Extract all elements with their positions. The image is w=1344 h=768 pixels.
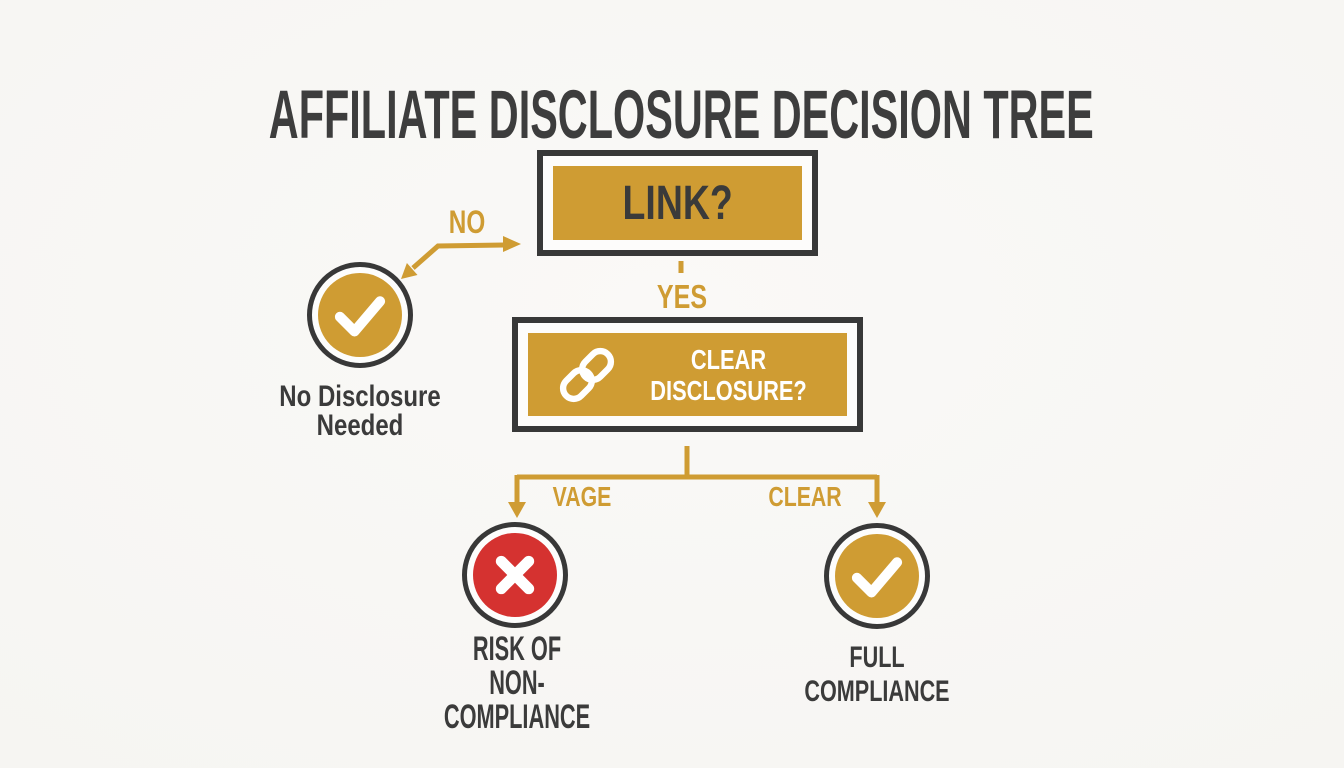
no-disclosure-circle [307,262,413,368]
edge-label-yes: YES [656,278,708,315]
check-icon [334,296,386,337]
risk-caption-line2: NON-COMPLIANCE [443,664,591,736]
check-icon [851,557,903,598]
link-question-fill: LINK? [553,166,802,240]
edge-label-no: NO [448,204,486,240]
risk-circle-fill [473,533,557,617]
x-icon [495,555,535,595]
link-question-box: LINK? [537,150,818,256]
risk-circle [462,522,568,628]
clear-disclosure-label: CLEAR DISCLOSURE? [622,344,835,406]
edge-label-vague: VAGE [552,481,612,512]
edge-label-clear: CLEAR [768,481,842,512]
full-compliance-circle [824,523,930,629]
risk-caption-line1: RISK OF [472,630,562,668]
chain-link-icon [552,340,622,410]
clear-disclosure-label-line2: DISCLOSURE? [650,374,807,406]
clear-disclosure-fill: CLEAR DISCLOSURE? [528,333,847,416]
clear-disclosure-label-line1: CLEAR [690,343,767,375]
full-compliance-caption: FULL COMPLIANCE [804,641,950,708]
no-disclosure-caption-line1: No Disclosure [279,380,441,413]
link-question-label: LINK? [622,176,733,230]
no-disclosure-caption: No Disclosure Needed [240,380,480,442]
no-disclosure-circle-fill [318,273,402,357]
full-compliance-circle-fill [835,534,919,618]
no-disclosure-caption-line2: Needed [316,409,404,442]
clear-disclosure-question-box: CLEAR DISCLOSURE? [512,317,863,432]
risk-caption: RISK OF NON-COMPLIANCE [395,632,639,734]
page-title: AFFILIATE DISCLOSURE DECISION TREE [268,76,1094,154]
